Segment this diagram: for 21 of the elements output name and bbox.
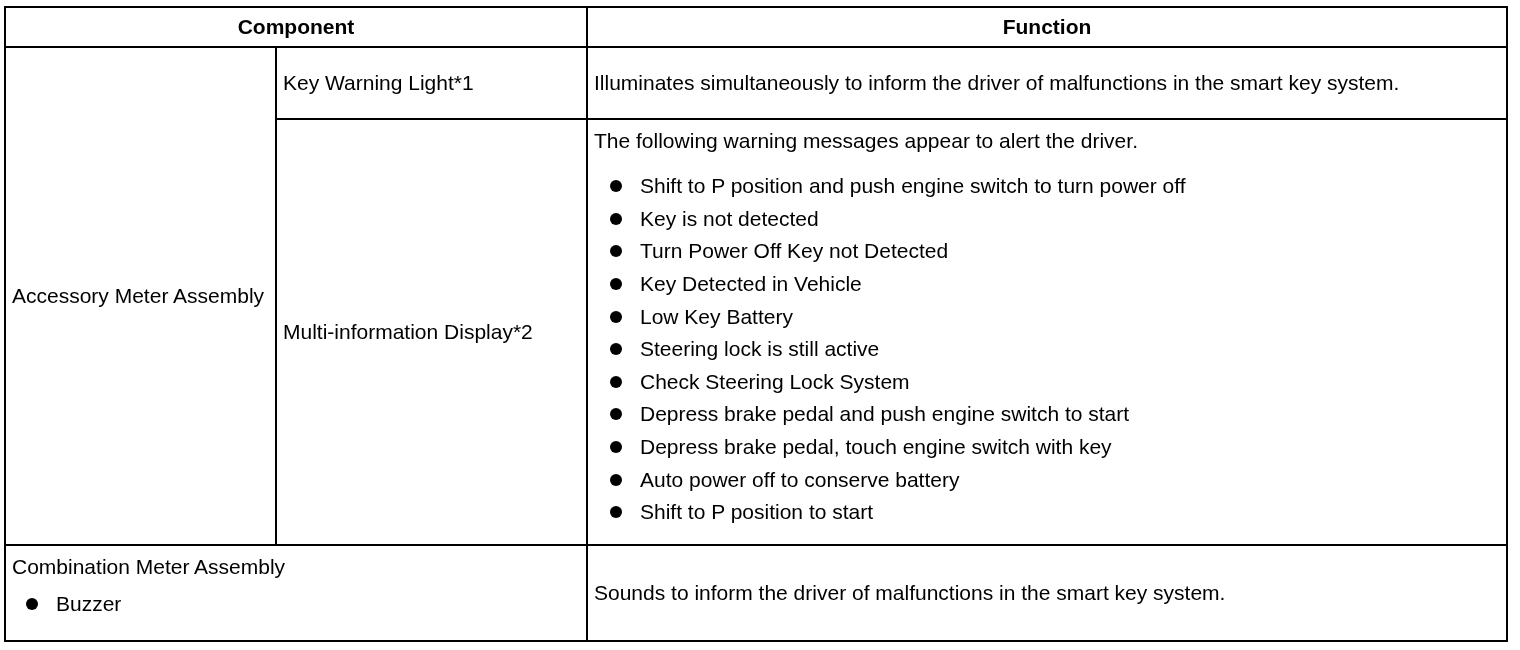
component-name: Combination Meter Assembly <box>12 554 286 580</box>
column-header: Function <box>1002 14 1092 40</box>
component-name: Key Warning Light*1 <box>283 70 474 96</box>
function-text: The following warning messages appear to alert the driver. <box>594 128 1138 154</box>
column-header: Component <box>237 14 355 40</box>
list-item-text: Key is not detected <box>640 205 819 232</box>
list-item-text: Buzzer <box>56 591 122 618</box>
list-item-text: Key Detected in Vehicle <box>640 271 862 298</box>
function-text: Illuminates simultaneously to inform the driver of malfunctions in the smart key system. <box>594 70 1400 96</box>
list-item-text: Depress brake pedal, touch engine switch with key <box>640 434 1112 461</box>
list-item-text: Turn Power Off Key not Detected <box>640 238 949 265</box>
component-name: Multi-information Display*2 <box>283 319 533 345</box>
list-item-text: Shift to P position and push engine switch to turn power off <box>640 173 1186 200</box>
list-item-text: Check Steering Lock System <box>640 368 910 395</box>
list-item-text: Auto power off to conserve battery <box>640 466 960 493</box>
list-item-text: Shift to P position to start <box>640 499 874 526</box>
list-item-text: Steering lock is still active <box>640 336 880 363</box>
component-name: Accessory Meter Assembly <box>12 283 265 309</box>
function-text: Sounds to inform the driver of malfunctions in the smart key system. <box>594 580 1226 606</box>
list-item-text: Depress brake pedal and push engine switch to start <box>640 401 1130 428</box>
list-item-text: Low Key Battery <box>640 303 793 330</box>
